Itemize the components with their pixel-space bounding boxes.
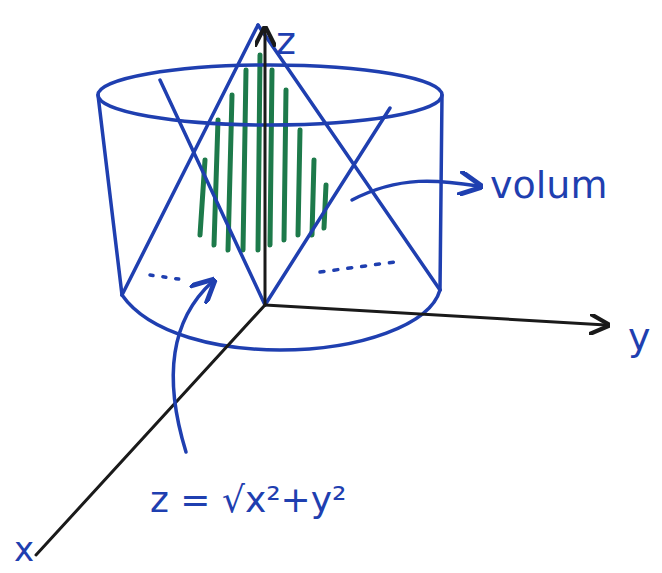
leader-arrow <box>173 181 478 452</box>
axis-label: y <box>628 318 651 356</box>
axes <box>36 30 606 555</box>
formula-label: z = √x²+y² <box>150 482 347 518</box>
cone <box>122 25 440 305</box>
cylinder <box>98 65 442 350</box>
axis-label: x <box>14 532 34 566</box>
axis-label: z <box>276 22 296 60</box>
volume-hatching <box>200 55 326 250</box>
callout-text: volum <box>490 166 607 204</box>
